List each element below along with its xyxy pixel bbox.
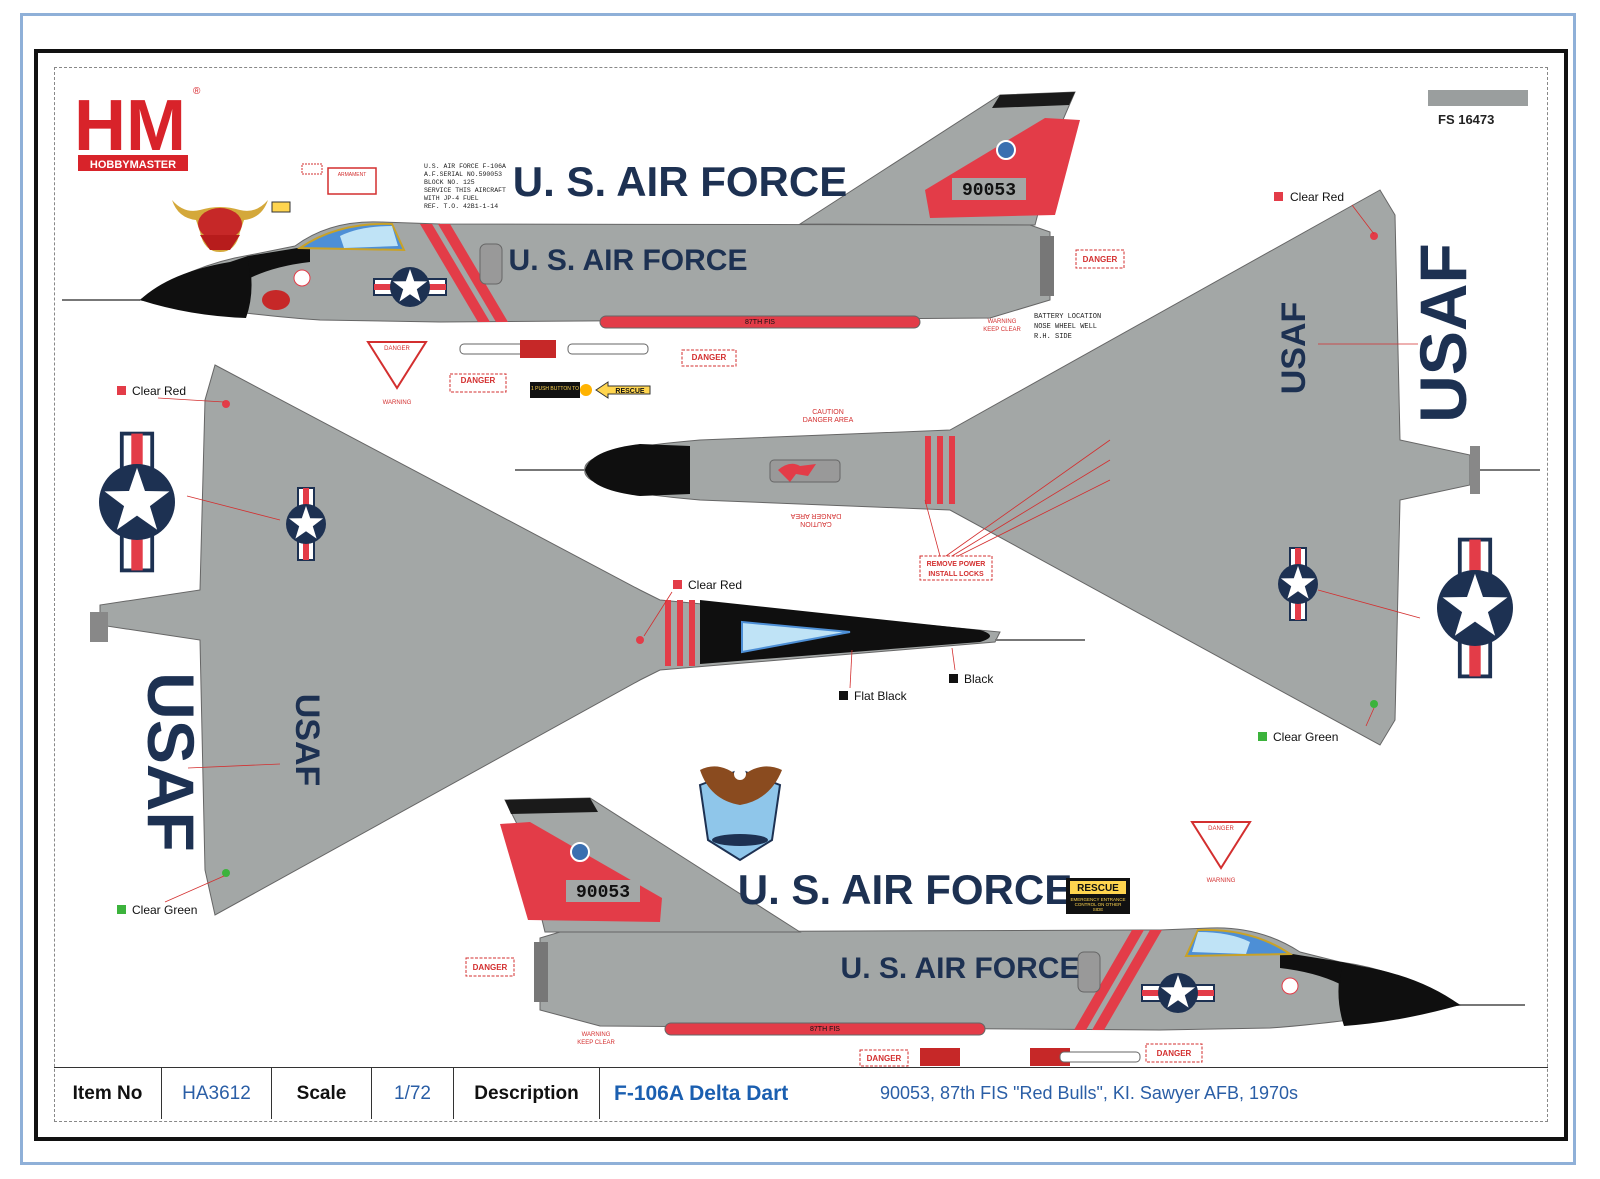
- callouts: Clear Red Clear Red Clear Red Clear Gree…: [117, 190, 1344, 917]
- warning-line: KEEP CLEAR: [577, 1040, 615, 1046]
- tail-serial-left: 90053: [962, 181, 1016, 201]
- battery-stencil: BATTERY LOCATION NOSE WHEEL WELL R.H. SI…: [1034, 313, 1101, 341]
- item-no-label: Item No: [54, 1068, 162, 1119]
- warning-keep-clear-top: WARNING KEEP CLEAR: [983, 319, 1021, 333]
- squadron-text-left: 87TH FIS: [745, 319, 775, 326]
- callout-leaders: [157, 204, 1421, 903]
- danger-label: DANGER: [692, 353, 727, 362]
- fuselage-title-left: U. S. AIR FORCE: [509, 244, 748, 277]
- battery-line: NOSE WHEEL WELL: [1034, 323, 1097, 331]
- danger-label: DANGER: [867, 1054, 902, 1063]
- ejection-triangle-bottom: DANGER WARNING: [1190, 821, 1252, 884]
- dashed-border: [54, 67, 1548, 1122]
- rescue-label: RESCUE: [615, 388, 645, 395]
- fuselage-title-right: U. S. AIR FORCE: [841, 952, 1080, 985]
- ejection-triangle-top: DANGER WARNING: [366, 341, 428, 406]
- danger-label: DANGER: [461, 376, 496, 385]
- squadron-text-right: 87TH FIS: [810, 1026, 840, 1033]
- danger-label: DANGER: [1083, 255, 1118, 264]
- callout-flat-black: Flat Black: [854, 689, 908, 703]
- logo-brand-name: HOBBYMASTER: [90, 159, 176, 171]
- scale-label: Scale: [272, 1068, 372, 1119]
- stencil-line: SERVICE THIS AIRCRAFT: [424, 187, 506, 194]
- hobbymaster-logo: HM HOBBYMASTER ®: [74, 86, 201, 171]
- side-usaf-top-view: USAF: [134, 672, 208, 852]
- ejection-label: DANGER: [384, 346, 410, 352]
- model-name: F-106A Delta Dart: [614, 1081, 789, 1105]
- bottom-view: USAF USAF CAUTION DANGER AREA CAUTION DA…: [515, 189, 1540, 746]
- fs-code: FS 16473: [1438, 112, 1494, 127]
- stencil-line: U.S. AIR FORCE F-106A: [424, 163, 506, 170]
- caution-line: CAUTION: [812, 409, 844, 416]
- warning-line: KEEP CLEAR: [983, 327, 1021, 333]
- caution-line-inverted: DANGER AREA: [790, 512, 841, 519]
- callout-clear-green: Clear Green: [1273, 730, 1338, 744]
- warning-label: WARNING: [1207, 878, 1236, 884]
- callout-clear-green: Clear Green: [132, 903, 197, 917]
- wing-usaf-top-view: USAF: [288, 694, 326, 787]
- bottom-air-force-title: U. S. AIR FORCE: [738, 866, 1072, 913]
- battery-line: R.H. SIDE: [1034, 333, 1072, 341]
- item-no-value: HA3612: [162, 1068, 272, 1119]
- stencil-block: U.S. AIR FORCE F-106A A.F.SERIAL NO.5900…: [424, 163, 506, 210]
- rescue-label: RESCUE: [1077, 883, 1119, 894]
- wing-usaf-bottom-view: USAF: [1275, 302, 1313, 395]
- paint-swatch: FS 16473: [1428, 90, 1528, 127]
- sheet-border: [34, 49, 1568, 1141]
- stencil-line: BLOCK NO. 125: [424, 179, 475, 186]
- callout-clear-red: Clear Red: [688, 578, 742, 592]
- armament-text: ARMAMENT: [338, 172, 367, 178]
- side-view-right: 90053 U. S. AIR FORCE 87TH FIS: [500, 797, 1525, 1066]
- stencil-line: WITH JP-4 FUEL: [424, 195, 479, 202]
- rescue-sub-line: CONTROL ON OTHER: [1075, 902, 1123, 907]
- description-label: Description: [454, 1068, 600, 1119]
- stencil-line: A.F.SERIAL NO.590053: [424, 171, 502, 178]
- rescue-sub-line: SIDE: [1093, 907, 1104, 912]
- side-view-left: 90053 U. S. AIR FORCE 87TH FIS: [62, 91, 1080, 358]
- rescue-box-bottom: RESCUE EMERGENCY ENTRANCE CONTROL ON OTH…: [1066, 878, 1130, 914]
- top-view: USAF USAF: [90, 364, 1085, 916]
- air-defense-command-emblem: [698, 766, 782, 862]
- warning-label: WARNING: [383, 400, 412, 406]
- caution-line-inverted: CAUTION: [800, 520, 832, 527]
- tail-serial-right: 90053: [576, 883, 630, 903]
- callout-black: Black: [964, 672, 994, 686]
- warning-keep-clear-bottom: WARNING KEEP CLEAR: [577, 1032, 615, 1046]
- ejection-label: DANGER: [1208, 826, 1234, 832]
- battery-line: BATTERY LOCATION: [1034, 313, 1101, 321]
- stencil-line: REF. T.O. 42B1-1-14: [424, 203, 498, 210]
- push-button-text: 1 PUSH BUTTON TO: [531, 386, 579, 392]
- description-value: 90053, 87th FIS "Red Bulls", KI. Sawyer …: [880, 1083, 1298, 1103]
- danger-label: DANGER: [1157, 1049, 1192, 1058]
- rescue-tag-top: 1 PUSH BUTTON TO RESCUE: [530, 381, 651, 399]
- top-air-force-title: U. S. AIR FORCE: [513, 158, 847, 205]
- remove-power-line: INSTALL LOCKS: [928, 571, 984, 578]
- danger-tags-top: DANGER DANGER DANGER: [449, 249, 1125, 393]
- danger-tags-bottom: DANGER DANGER DANGER: [465, 957, 1203, 1067]
- warning-line: WARNING: [988, 319, 1017, 325]
- scale-value: 1/72: [372, 1068, 454, 1119]
- armament-stencil: ARMAMENT: [271, 163, 377, 213]
- danger-label: DANGER: [473, 963, 508, 972]
- callout-clear-red: Clear Red: [132, 384, 186, 398]
- side-usaf-bottom-view: USAF: [1406, 243, 1480, 423]
- rescue-sub-line: EMERGENCY ENTRANCE: [1071, 897, 1126, 902]
- red-bulls-emblem: [172, 200, 268, 252]
- fs-swatch: [1428, 90, 1528, 106]
- registered-mark: ®: [193, 86, 201, 97]
- info-table: Item No HA3612 Scale 1/72 Description F-…: [54, 1067, 1548, 1119]
- remove-power-line: REMOVE POWER: [927, 561, 986, 568]
- callout-clear-red: Clear Red: [1290, 190, 1344, 204]
- caution-line: DANGER AREA: [803, 417, 854, 424]
- outer-frame: [20, 13, 1576, 1165]
- warning-line: WARNING: [582, 1032, 611, 1038]
- logo-letters: HM: [74, 86, 186, 166]
